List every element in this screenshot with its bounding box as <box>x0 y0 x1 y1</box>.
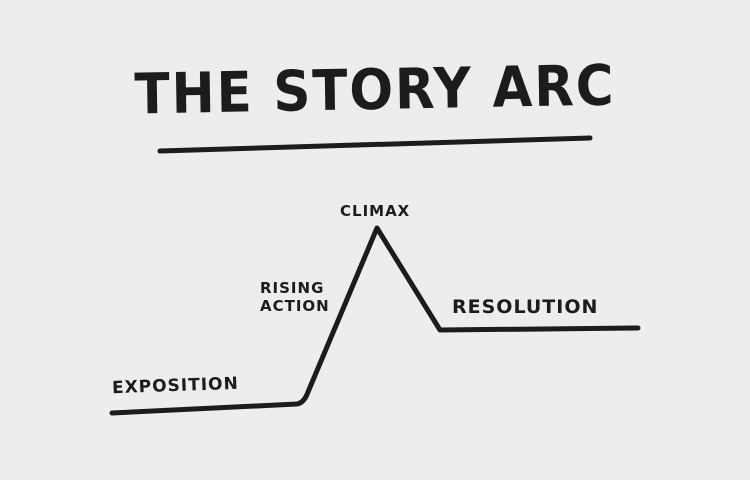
label-climax: CLIMAX <box>340 202 411 220</box>
label-resolution: RESOLUTION <box>452 296 599 318</box>
story-arc-line <box>109 225 641 416</box>
label-rising: RISING <box>260 279 325 297</box>
title-underline <box>157 135 593 154</box>
label-exposition: EXPOSITION <box>111 373 240 399</box>
label-rising-action: RISING ACTION <box>260 279 330 315</box>
label-action: ACTION <box>260 297 330 315</box>
